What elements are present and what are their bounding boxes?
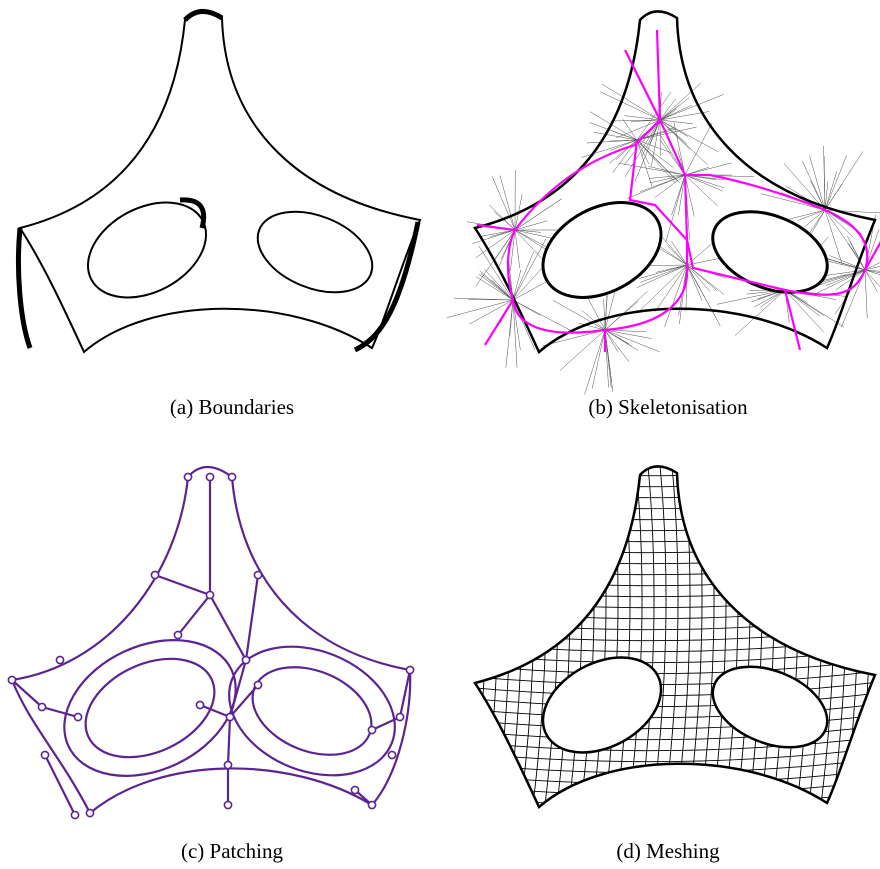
- panel-c-patching: [8, 467, 414, 819]
- patch-node: [224, 801, 231, 808]
- patch-node: [242, 656, 249, 663]
- patch-node: [74, 713, 81, 720]
- patch-node: [56, 656, 63, 663]
- patch-node: [226, 713, 233, 720]
- patch-node: [228, 473, 235, 480]
- patch-node: [388, 751, 395, 758]
- patch-node: [224, 761, 231, 768]
- patch-node: [396, 713, 403, 720]
- patch-node: [184, 473, 191, 480]
- patch-node: [368, 726, 375, 733]
- patch-node: [86, 809, 93, 816]
- patch-node: [151, 571, 158, 578]
- thick-boundary-right: [355, 222, 418, 350]
- patch-node: [38, 703, 45, 710]
- thick-boundary-top: [185, 11, 222, 20]
- patch-node: [8, 676, 15, 683]
- caption-a: (a) Boundaries: [170, 395, 294, 419]
- patch-node: [254, 571, 261, 578]
- thick-boundary-left: [18, 228, 30, 348]
- panel-d-meshing: [445, 449, 880, 839]
- patch-node: [406, 666, 413, 673]
- patch-node: [196, 701, 203, 708]
- panel-b-skeletonisation: [447, 11, 880, 394]
- patch-node: [206, 473, 213, 480]
- caption-c: (c) Patching: [181, 839, 284, 863]
- patch-node: [71, 811, 78, 818]
- patch-node: [41, 751, 48, 758]
- patch-node: [351, 786, 358, 793]
- caption-b: (b) Skeletonisation: [588, 395, 748, 419]
- panel-a-boundaries: [18, 11, 420, 352]
- captions: (a) Boundaries (b) Skeletonisation (c) P…: [170, 395, 748, 863]
- patch-node: [368, 801, 375, 808]
- patch-node: [174, 631, 181, 638]
- patch-node: [254, 681, 261, 688]
- patch-node: [206, 591, 213, 598]
- caption-d: (d) Meshing: [616, 839, 720, 863]
